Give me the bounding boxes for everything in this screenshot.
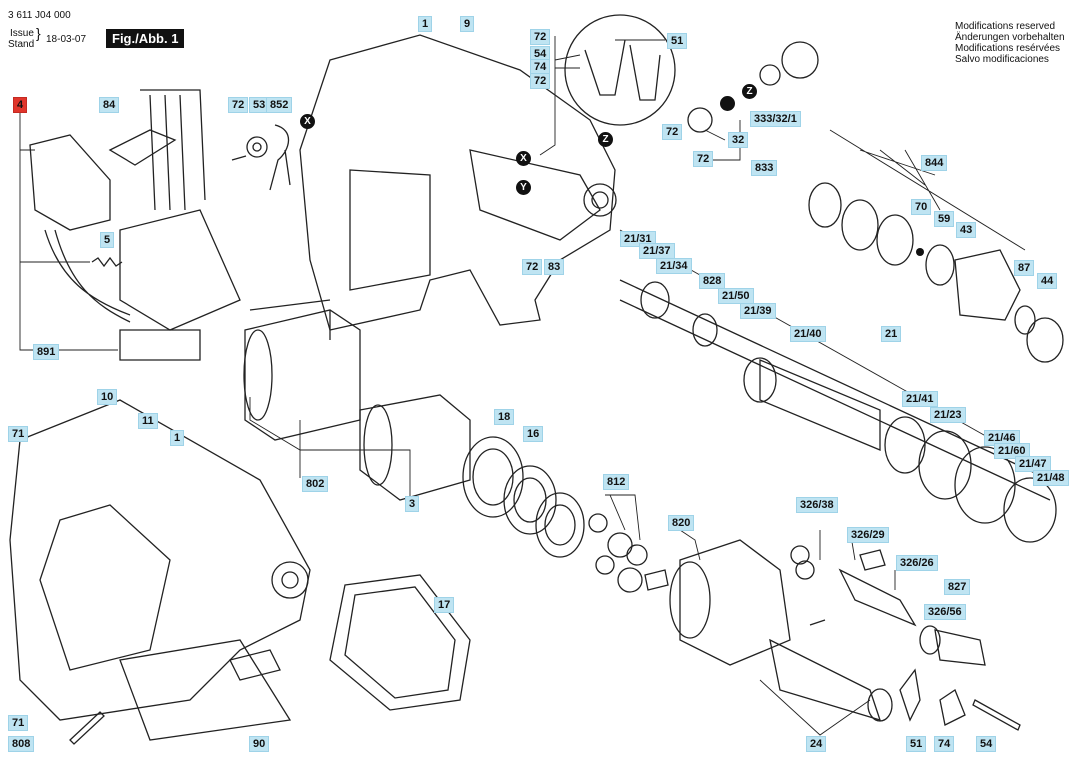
callout-label: 24 bbox=[806, 736, 827, 752]
callout-label: 21/47 bbox=[1015, 456, 1051, 472]
callout-label: 43 bbox=[956, 222, 977, 238]
reference-marker: Y bbox=[516, 180, 531, 195]
callout-label: 3 bbox=[405, 496, 420, 512]
callout-label: 74 bbox=[934, 736, 955, 752]
note-line: Änderungen vorbehalten bbox=[955, 32, 1065, 43]
callout-label: 21/34 bbox=[656, 258, 692, 274]
callout-label: 21/41 bbox=[902, 391, 938, 407]
callout-label: 1 bbox=[418, 16, 433, 32]
callout-label: 72 bbox=[662, 124, 683, 140]
callout-label: 10 bbox=[97, 389, 118, 405]
callout-label: 21/40 bbox=[790, 326, 826, 342]
callout-label: 326/26 bbox=[896, 555, 938, 571]
callout-label: 74 bbox=[530, 59, 551, 75]
callout-label: 827 bbox=[944, 579, 971, 595]
callout-label: 844 bbox=[921, 155, 948, 171]
note-line: Salvo modificaciones bbox=[955, 54, 1049, 65]
callout-label-highlighted: 4 bbox=[13, 97, 28, 113]
figure-label: Fig./Abb. 1 bbox=[106, 29, 185, 48]
note-line: Modifications resérvées bbox=[955, 43, 1061, 54]
reference-marker: X bbox=[300, 114, 315, 129]
callout-label: 21/48 bbox=[1033, 470, 1069, 486]
callout-label: 87 bbox=[1014, 260, 1035, 276]
callout-label: 84 bbox=[99, 97, 120, 113]
callout-label: 18 bbox=[494, 409, 515, 425]
callout-label: 54 bbox=[530, 46, 551, 62]
housing-shell bbox=[299, 34, 616, 331]
detail-circle bbox=[564, 14, 676, 126]
callout-label: 1 bbox=[170, 430, 185, 446]
note-line: Modifications reserved bbox=[955, 21, 1056, 32]
callout-label: 71 bbox=[8, 426, 29, 442]
callout-label: 21/46 bbox=[984, 430, 1020, 446]
brace-glyph: } bbox=[36, 25, 41, 41]
callout-label: 54 bbox=[976, 736, 997, 752]
frame-gasket bbox=[329, 574, 471, 711]
callout-label: 833 bbox=[751, 160, 778, 176]
callout-label: 51 bbox=[667, 33, 688, 49]
callout-label: 72 bbox=[522, 259, 543, 275]
callout-label: 852 bbox=[266, 97, 293, 113]
callout-label: 333/32/1 bbox=[750, 111, 801, 127]
lower-housing bbox=[9, 399, 311, 721]
callout-label: 90 bbox=[249, 736, 270, 752]
callout-label: 828 bbox=[699, 273, 726, 289]
motor bbox=[244, 309, 361, 441]
callout-label: 72 bbox=[530, 73, 551, 89]
callout-label: 808 bbox=[8, 736, 35, 752]
callout-label: 891 bbox=[33, 344, 60, 360]
gear-housing bbox=[679, 539, 791, 666]
callout-label: 72 bbox=[693, 151, 714, 167]
callout-label: 16 bbox=[523, 426, 544, 442]
callout-label: 70 bbox=[911, 199, 932, 215]
callout-label: 17 bbox=[434, 597, 455, 613]
issue-date: 18-03-07 bbox=[46, 34, 87, 45]
callout-label: 32 bbox=[728, 132, 749, 148]
callout-label: 326/56 bbox=[924, 604, 966, 620]
callout-label: 11 bbox=[138, 413, 158, 429]
reference-marker: Z bbox=[598, 132, 613, 147]
callout-label: 5 bbox=[100, 232, 115, 248]
doc-number: 3 611 J04 000 bbox=[8, 10, 71, 21]
issue-label: Issue bbox=[10, 28, 34, 39]
callout-label: 72 bbox=[530, 29, 551, 45]
callout-label: 51 bbox=[906, 736, 927, 752]
callout-label: 21/23 bbox=[930, 407, 966, 423]
callout-label: 59 bbox=[934, 211, 955, 227]
reference-marker: Z bbox=[742, 84, 757, 99]
modifications-note: Modifications reserved Änderungen vorbeh… bbox=[955, 21, 1065, 65]
callout-label: 326/38 bbox=[796, 497, 838, 513]
callout-label: 83 bbox=[544, 259, 565, 275]
callout-label: 21/60 bbox=[994, 443, 1030, 459]
stand-label: Stand bbox=[8, 39, 35, 50]
callout-label: 812 bbox=[603, 474, 630, 490]
callout-label: 326/29 bbox=[847, 527, 889, 543]
reference-marker bbox=[720, 96, 735, 111]
callout-label: 72 bbox=[228, 97, 249, 113]
callout-label: 9 bbox=[460, 16, 475, 32]
reference-marker: X bbox=[516, 151, 531, 166]
callout-label: 21/39 bbox=[740, 303, 776, 319]
callout-label: 71 bbox=[8, 715, 29, 731]
switch-module bbox=[29, 134, 111, 231]
callout-label: 802 bbox=[302, 476, 329, 492]
callout-label: 21/37 bbox=[639, 243, 675, 259]
callout-label: 44 bbox=[1037, 273, 1058, 289]
callout-label: 53 bbox=[249, 97, 270, 113]
callout-label: 21/50 bbox=[718, 288, 754, 304]
callout-label: 820 bbox=[668, 515, 695, 531]
callout-label: 21 bbox=[881, 326, 902, 342]
